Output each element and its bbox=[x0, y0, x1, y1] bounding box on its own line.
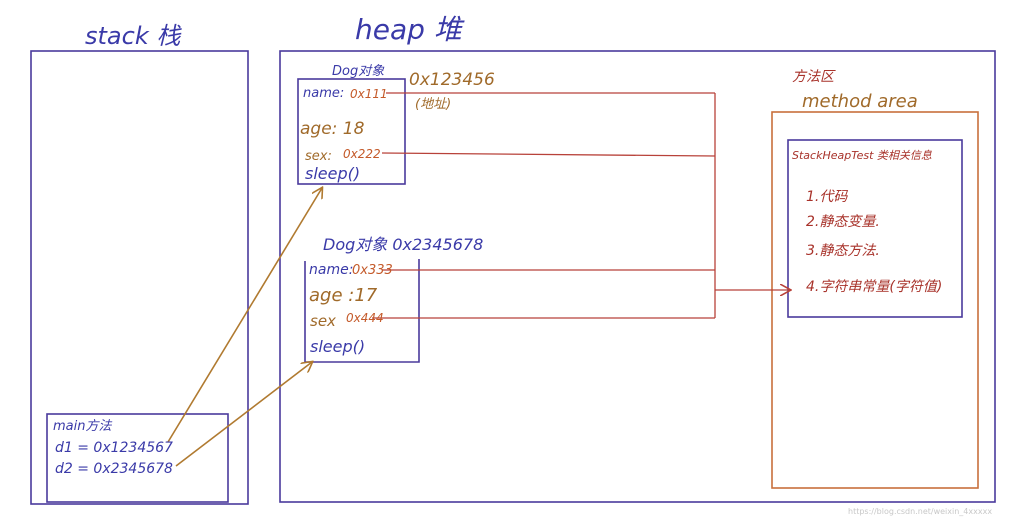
main-d2: d2 = 0x2345678 bbox=[55, 461, 173, 477]
main-d1: d1 = 0x1234567 bbox=[55, 440, 173, 456]
stack-title: stack 栈 bbox=[85, 22, 181, 50]
dog2-sex-value: 0x444 bbox=[346, 311, 384, 325]
stack-box bbox=[30, 50, 249, 505]
d1-reference-arrow bbox=[167, 188, 322, 443]
dog2-header: Dog对象 0x2345678 bbox=[323, 235, 484, 254]
class-info-title: StackHeapTest 类相关信息 bbox=[792, 149, 932, 162]
method-area-title-en: method area bbox=[802, 91, 918, 112]
dog1-address-note: (地址) bbox=[415, 97, 452, 112]
dog1-name-label: name: bbox=[303, 86, 345, 101]
class-info-item-3: 3.静态方法. bbox=[806, 243, 880, 259]
dog1-sleep: sleep() bbox=[305, 164, 361, 183]
dog1-header: Dog对象 bbox=[332, 64, 385, 79]
heap-title: heap 堆 bbox=[355, 13, 462, 46]
dog2-name-label: name: bbox=[309, 262, 354, 278]
class-info-box bbox=[787, 139, 963, 318]
dog1-address: 0x123456 bbox=[409, 70, 495, 90]
dog2-sex-label: sex bbox=[310, 312, 336, 330]
dog2-name-value: 0x333 bbox=[352, 263, 393, 278]
class-info-item-2: 2.静态变量. bbox=[806, 214, 880, 230]
main-method-box bbox=[46, 413, 229, 503]
dog1-name-value: 0x111 bbox=[350, 87, 388, 101]
class-info-item-4: 4.字符串常量(字符值) bbox=[806, 279, 943, 295]
dog1-sex-value: 0x222 bbox=[343, 147, 381, 161]
class-info-item-1: 1.代码 bbox=[806, 189, 848, 205]
dog2-sleep: sleep() bbox=[310, 337, 366, 356]
watermark: https://blog.csdn.net/weixin_4xxxxx bbox=[848, 507, 993, 516]
heap-box bbox=[279, 50, 996, 503]
main-method-title: main方法 bbox=[53, 419, 112, 434]
method-area-box bbox=[771, 111, 979, 489]
dog1-age: age: 18 bbox=[300, 119, 365, 139]
dog1-sex-label: sex: bbox=[305, 149, 332, 164]
method-area-title-cn: 方法区 bbox=[792, 69, 834, 85]
dog1-sex-line bbox=[381, 152, 716, 157]
d2-reference-arrow bbox=[175, 362, 312, 467]
dog1-object-box bbox=[297, 78, 406, 185]
dog2-age: age :17 bbox=[309, 285, 378, 306]
dog2-object-box bbox=[304, 259, 420, 363]
